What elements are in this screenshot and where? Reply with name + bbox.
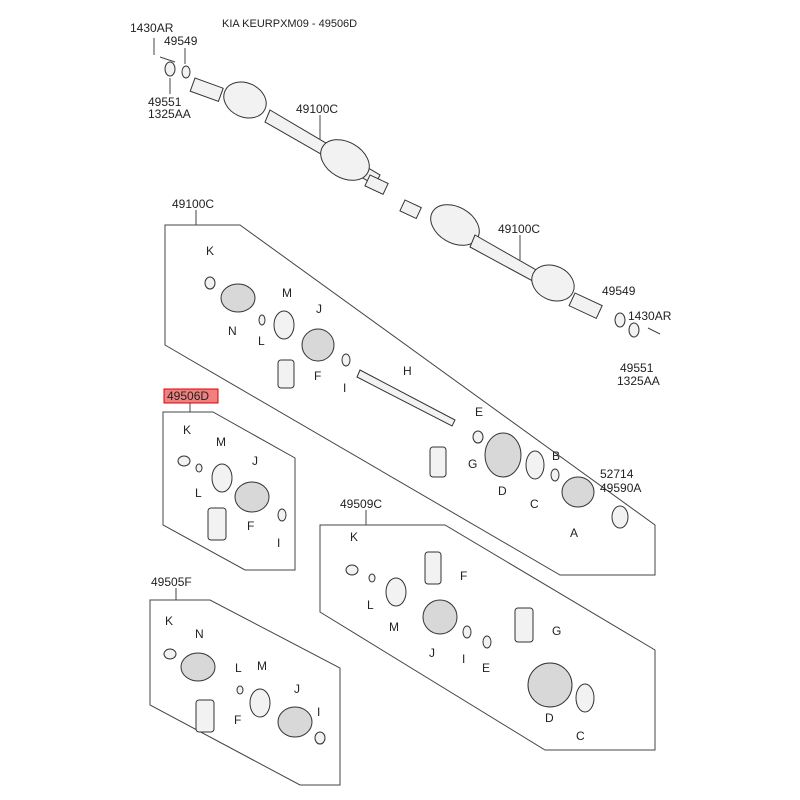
label-F: F — [247, 519, 254, 533]
nut-right — [628, 322, 640, 338]
label-B: B — [552, 449, 560, 463]
label-N: N — [195, 627, 204, 641]
label-nut-right-1: 49551 — [620, 361, 654, 375]
label-H: H — [403, 364, 412, 378]
label-E: E — [475, 405, 483, 419]
label-G: G — [468, 457, 477, 471]
label-I: I — [462, 652, 465, 666]
label-J: J — [429, 646, 435, 660]
label-K: K — [206, 244, 214, 258]
group-title-49509C: 49509C — [340, 497, 382, 511]
label-K: K — [350, 530, 358, 544]
group-title-49505F: 49505F — [151, 575, 192, 589]
label-shaft-b: 49100C — [498, 222, 540, 236]
label-D: D — [498, 484, 507, 498]
group-title-49506D: 49506D — [167, 389, 209, 403]
label-K: K — [165, 614, 173, 628]
label-E: E — [482, 661, 490, 675]
label-washer-top: 49549 — [164, 34, 198, 48]
label-F: F — [460, 569, 467, 583]
label-M: M — [216, 435, 226, 449]
label-M: M — [389, 620, 399, 634]
diagram-title: KIA KEURPXM09 - 49506D — [222, 18, 357, 30]
label-nut-right-2: 1325AA — [617, 374, 660, 388]
highlight-49506D — [163, 388, 219, 404]
top-drive-shaft — [153, 38, 603, 320]
label-L: L — [195, 486, 202, 500]
label-I: I — [277, 536, 280, 550]
label-C: C — [530, 497, 539, 511]
label-L: L — [367, 598, 374, 612]
group-49509C — [319, 510, 656, 751]
label-C: C — [576, 729, 585, 743]
label-L: L — [235, 661, 242, 675]
group-title-49100C: 49100C — [172, 197, 214, 211]
label-J: J — [294, 682, 300, 696]
label-G: G — [552, 624, 561, 638]
label-52714: 52714 — [600, 467, 634, 481]
label-M: M — [257, 659, 267, 673]
label-F: F — [314, 369, 321, 383]
group-49100C — [164, 210, 656, 576]
group-49506D — [162, 388, 296, 571]
label-F: F — [234, 713, 241, 727]
label-A: A — [570, 526, 578, 540]
label-nut-top-2: 1325AA — [148, 107, 191, 121]
label-I: I — [343, 381, 346, 395]
label-J: J — [316, 302, 322, 316]
label-I: I — [317, 705, 320, 719]
label-N: N — [228, 324, 237, 338]
label-49590A: 49590A — [600, 481, 641, 495]
group-49505F — [149, 588, 341, 786]
label-M: M — [282, 286, 292, 300]
label-washer-right: 49549 — [602, 284, 636, 298]
label-J: J — [252, 454, 258, 468]
label-L: L — [258, 334, 265, 348]
label-D: D — [545, 711, 554, 725]
washer-right — [614, 312, 626, 328]
label-K: K — [183, 423, 191, 437]
label-pin-top: 1430AR — [130, 21, 174, 35]
label-shaft-a: 49100C — [296, 102, 338, 116]
label-nut-top-1: 49551 — [148, 95, 182, 109]
label-pin-right: 1430AR — [628, 309, 672, 323]
